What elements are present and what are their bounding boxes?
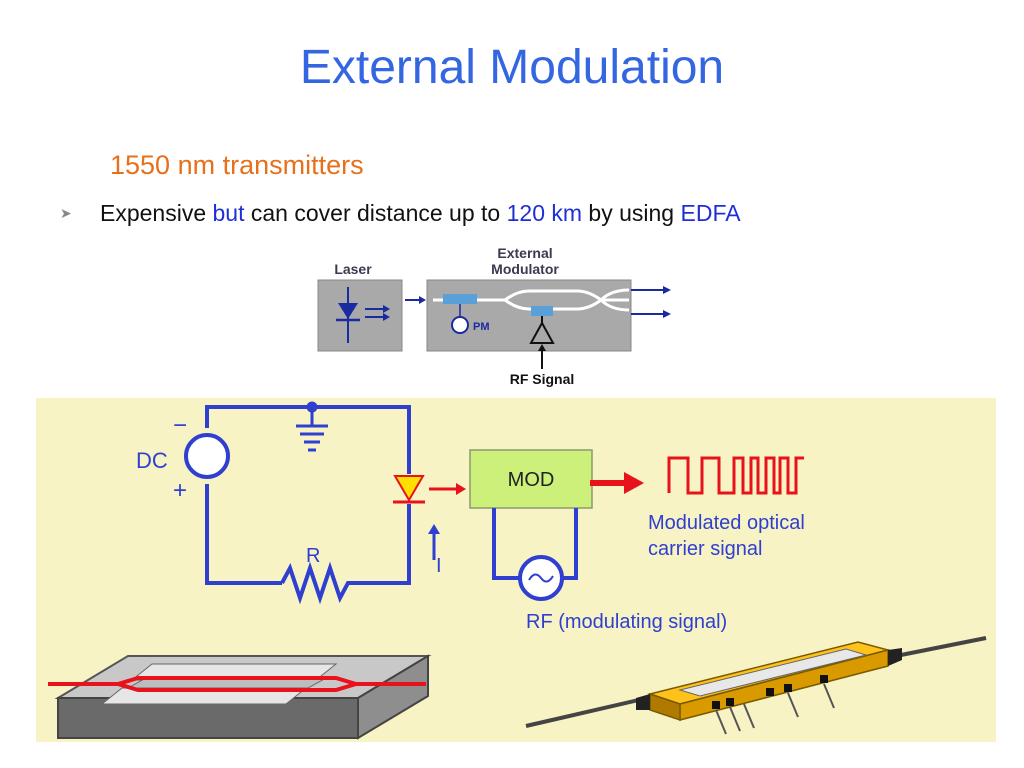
pm-label: PM xyxy=(473,321,490,333)
resistor-icon xyxy=(280,558,352,608)
mod-label: MOD xyxy=(508,469,555,491)
bullet-text-but: but xyxy=(212,200,245,226)
laser-box xyxy=(317,279,403,352)
dc-label: DC xyxy=(136,448,168,473)
packaged-modulator-illustration xyxy=(525,636,987,735)
dc-source-icon xyxy=(184,433,230,479)
current-label: I xyxy=(436,555,442,577)
external-modulator-block-diagram: Laser External Modulator PM RF Signal xyxy=(317,245,671,387)
bullet-text-distance: 120 km xyxy=(506,200,583,226)
laser-diode-icon xyxy=(336,287,390,343)
output-label-line1: Modulated optical xyxy=(648,512,805,534)
current-arrow-icon xyxy=(428,524,440,560)
phase-electrode xyxy=(443,294,477,304)
arrow-bullet-icon: ➤ xyxy=(60,205,72,221)
rf-amplifier-icon xyxy=(529,316,555,344)
slide-subtitle: 1550 nm transmitters xyxy=(110,150,364,180)
output-label-line2: carrier signal xyxy=(648,538,762,560)
bullet-text-1: Expensive xyxy=(100,200,213,226)
ground-icon xyxy=(296,401,328,452)
dc-minus-sign: − xyxy=(173,412,187,439)
modulator-label-line1: External xyxy=(497,245,552,261)
laser-diode-icon xyxy=(392,474,466,504)
bullet-text-edfa: EDFA xyxy=(680,200,741,226)
output-arrows xyxy=(631,286,671,318)
modulation-circuit-panel: − DC + R I MOD RF (modulating signal) xyxy=(36,398,996,742)
rf-input-arrow xyxy=(538,344,546,369)
modulator-label-line2: Modulator xyxy=(491,261,559,277)
rf-signal-label: RF Signal xyxy=(510,371,575,387)
slide-title: External Modulation xyxy=(299,41,725,94)
pm-source-icon xyxy=(451,316,469,334)
rf-source-icon xyxy=(518,555,564,601)
bullet-text-5: by using xyxy=(582,200,681,226)
waveguide-chip-illustration xyxy=(48,654,432,740)
laser-label: Laser xyxy=(334,261,372,277)
rf-electrode xyxy=(531,306,553,316)
dc-plus-sign: + xyxy=(173,477,187,504)
laser-to-modulator-arrow xyxy=(405,296,426,304)
rf-modulating-label: RF (modulating signal) xyxy=(526,611,727,633)
mod-box xyxy=(469,449,593,509)
bullet-item: ➤Expensive but can cover distance up to … xyxy=(60,200,741,227)
rf-loop-wire xyxy=(492,508,578,580)
output-arrow-icon xyxy=(590,472,644,494)
resistor-label: R xyxy=(306,545,320,567)
bullet-text-3: can cover distance up to xyxy=(244,200,507,226)
square-wave-icon xyxy=(667,456,804,495)
